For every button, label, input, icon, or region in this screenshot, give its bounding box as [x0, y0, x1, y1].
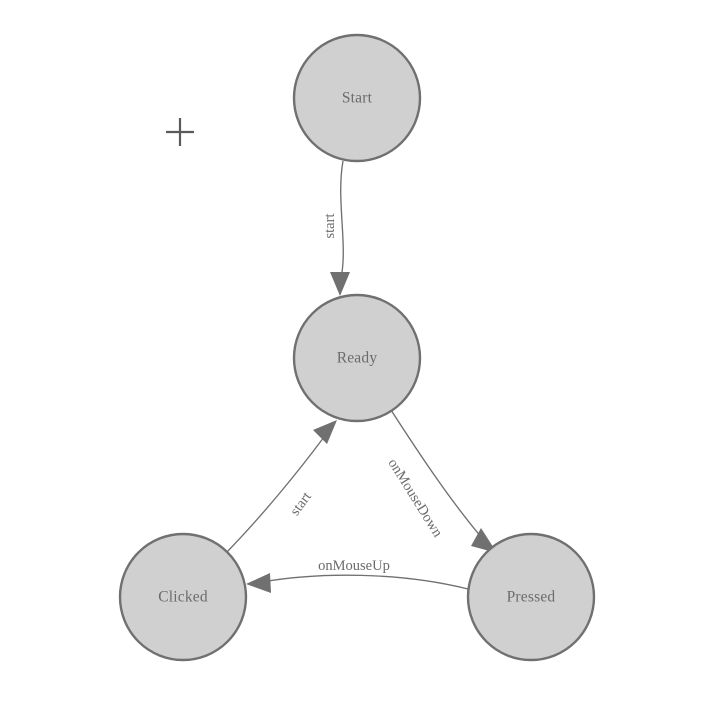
state-node-clicked[interactable]: Clicked: [118, 532, 248, 662]
edge-ready-to-pressed-label: onMouseDown: [385, 456, 446, 541]
edge-ready-to-pressed-arrowhead: [471, 528, 497, 553]
edge-ready-to-pressed-path: [390, 409, 483, 539]
edge-clicked-to-ready-path: [225, 436, 325, 554]
edge-start-to-ready[interactable]: start: [322, 160, 350, 296]
state-node-ready-circle[interactable]: [292, 293, 422, 423]
state-node-ready[interactable]: Ready: [292, 293, 422, 423]
edge-clicked-to-ready-label: start: [287, 489, 315, 519]
state-node-pressed-label: Pressed: [507, 589, 556, 606]
edge-start-to-ready-arrowhead: [330, 272, 350, 296]
edge-clicked-to-ready-arrowhead: [313, 420, 337, 444]
edge-pressed-to-clicked[interactable]: onMouseUp: [246, 558, 469, 593]
edge-pressed-to-clicked-arrowhead: [246, 573, 271, 593]
state-node-clicked-label: Clicked: [158, 589, 208, 606]
state-node-ready-label: Ready: [337, 350, 378, 367]
state-node-pressed-circle[interactable]: [466, 532, 596, 662]
edge-start-to-ready-path: [340, 160, 344, 279]
state-node-pressed[interactable]: Pressed: [466, 532, 596, 662]
edge-pressed-to-clicked-label: onMouseUp: [318, 558, 390, 574]
edge-clicked-to-ready[interactable]: start: [225, 420, 337, 554]
state-node-start-label: Start: [342, 90, 373, 107]
plus-marker: [166, 118, 194, 146]
edge-pressed-to-clicked-path: [261, 574, 469, 590]
edge-ready-to-pressed[interactable]: onMouseDown: [385, 409, 497, 553]
edge-start-to-ready-label: start: [322, 214, 338, 239]
state-node-start-circle[interactable]: [292, 33, 422, 163]
state-node-start[interactable]: Start: [292, 33, 422, 163]
state-node-clicked-circle[interactable]: [118, 532, 248, 662]
